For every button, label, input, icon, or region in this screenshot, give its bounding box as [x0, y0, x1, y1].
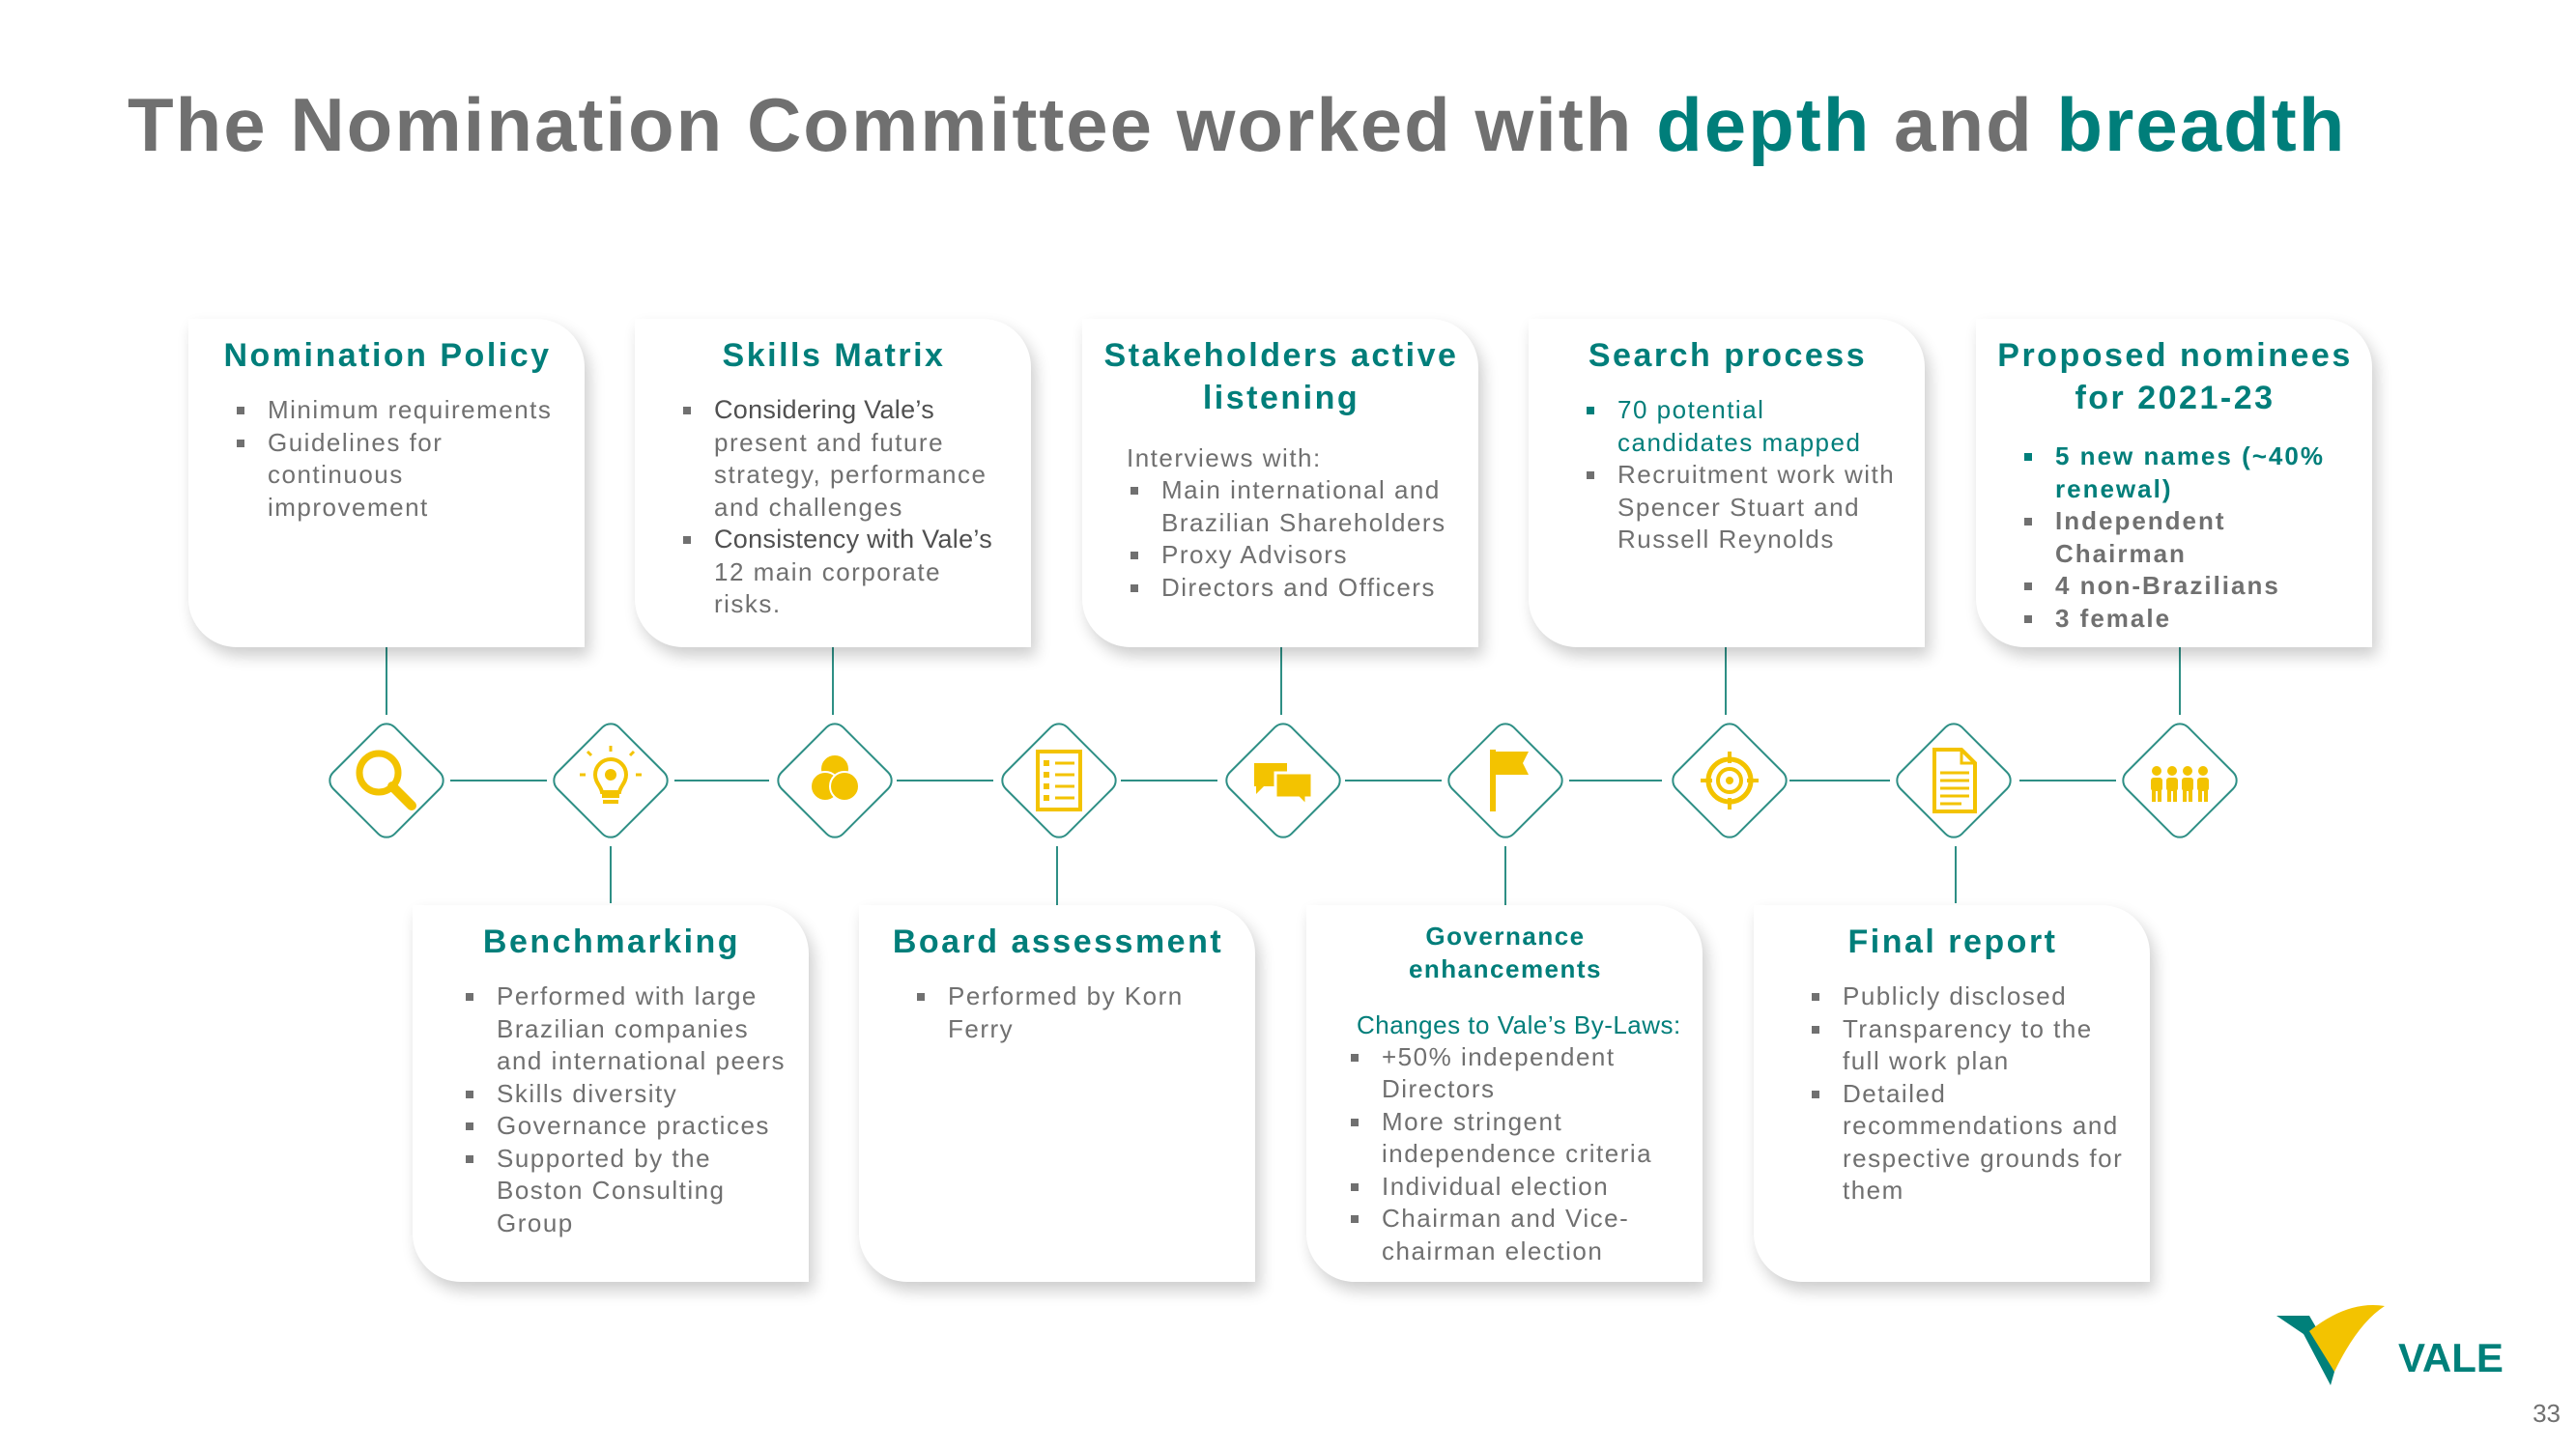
card-title: Board assessment: [892, 923, 1224, 960]
list-item: Main international and Brazilian Shareho…: [1131, 474, 1459, 539]
checklist-icon: [984, 705, 1134, 856]
list-item: 4 non-Brazilians: [2024, 570, 2353, 603]
flag-icon: [1430, 705, 1581, 856]
card-title: Benchmarking: [482, 923, 741, 960]
card-bullets: Performed with large Brazilian companies…: [434, 980, 789, 1239]
card-proposed-nominees: Proposed nominees for 2021-23 5 new name…: [1976, 319, 2372, 647]
card-skills-matrix: Skills Matrix Considering Vale’s present…: [635, 319, 1031, 647]
list-item: Publicly disclosed: [1812, 980, 2131, 1013]
card-bullets: +50% independent Directors More stringen…: [1328, 1041, 1683, 1268]
lightbulb-gear-icon: [535, 705, 686, 856]
list-item: Supported by the Boston Consulting Group: [466, 1143, 789, 1240]
list-item: Chairman and Vice-chairman election: [1351, 1203, 1683, 1267]
card-bullets: Minimum requirements Guidelines for cont…: [210, 394, 565, 524]
list-item: Consistency with Vale’s: [683, 524, 1012, 556]
list-item: +50% independent Directors: [1351, 1041, 1683, 1106]
list-item: 3 female: [2024, 603, 2353, 636]
card-board-assessment: Board assessment Performed by Korn Ferry: [859, 905, 1255, 1282]
list-item: Proxy Advisors: [1131, 539, 1459, 572]
card-bullets: Performed by Korn Ferry: [880, 980, 1236, 1045]
card-search-process: Search process 70 potential candidates m…: [1529, 319, 1925, 647]
card-bullets: 70 potential candidates mapped Recruitme…: [1550, 394, 1905, 556]
card-bullets: 5 new names (~40% renewal) Independent C…: [1997, 440, 2353, 635]
card-title: Proposed nominees for 2021-23: [1997, 337, 2353, 417]
card-bullets: Considering Vale’s present and future st…: [656, 394, 1012, 621]
vale-logo: VALE: [2271, 1302, 2522, 1404]
list-item: 70 potential candidates mapped: [1587, 394, 1905, 459]
list-item: Independent Chairman: [2024, 505, 2353, 570]
card-governance-enhancements: Governance enhancements Changes to Vale’…: [1306, 905, 1703, 1282]
card-title: Final report: [1847, 923, 2058, 960]
list-item: Directors and Officers: [1131, 572, 1459, 605]
card-benchmarking: Benchmarking Performed with large Brazil…: [413, 905, 809, 1282]
card-intro: Changes to Vale’s By-Laws:: [1357, 1009, 1681, 1039]
card-title: Stakeholders active listening: [1103, 337, 1459, 417]
list-item: Minimum requirements: [237, 394, 565, 427]
card-intro: Interviews with:: [1127, 443, 1322, 473]
list-item: More stringent independence criteria: [1351, 1106, 1683, 1171]
list-item: Performed by Korn Ferry: [917, 980, 1236, 1045]
list-item-continuation: present and future strategy, performance…: [714, 427, 987, 522]
card-title: Skills Matrix: [722, 337, 946, 374]
document-icon: [1878, 705, 2029, 856]
card-title: Governance enhancements: [1408, 922, 1603, 983]
list-item: Detailed recommendations and respective …: [1812, 1078, 2131, 1208]
list-item: Transparency to the full work plan: [1812, 1013, 2131, 1078]
card-nomination-policy: Nomination Policy Minimum requirements G…: [188, 319, 585, 647]
card-final-report: Final report Publicly disclosed Transpar…: [1754, 905, 2150, 1282]
list-item: Considering Vale’s: [683, 394, 1012, 427]
list-item: Skills diversity: [466, 1078, 789, 1111]
card-title: Nomination Policy: [223, 337, 552, 374]
card-bullets: Main international and Brazilian Shareho…: [1103, 474, 1459, 604]
list-item: 5 new names (~40% renewal): [2024, 440, 2353, 505]
magnifier-icon: [311, 705, 462, 856]
timeline-connectors: [386, 642, 2181, 923]
card-stakeholders-listening: Stakeholders active listening Interviews…: [1082, 319, 1478, 647]
target-icon: [1654, 705, 1805, 856]
list-item: Individual election: [1351, 1171, 1683, 1204]
list-item-continuation: 12 main corporate risks.: [714, 556, 942, 619]
slide-title: The Nomination Committee worked with dep…: [128, 82, 2347, 167]
list-item: Performed with large Brazilian companies…: [466, 980, 789, 1078]
venn-diagram-icon: [759, 705, 910, 856]
people-group-icon: [2104, 705, 2255, 856]
speech-bubbles-icon: [1208, 705, 1359, 856]
card-bullets: Publicly disclosed Transparency to the f…: [1775, 980, 2131, 1208]
list-item: Recruitment work with Spencer Stuart and…: [1587, 459, 1905, 556]
list-item: Guidelines for continuous improvement: [237, 427, 565, 525]
card-title: Search process: [1588, 337, 1868, 374]
page-number: 33: [2533, 1399, 2561, 1428]
logo-text: VALE: [2398, 1335, 2504, 1380]
list-item: Governance practices: [466, 1110, 789, 1143]
